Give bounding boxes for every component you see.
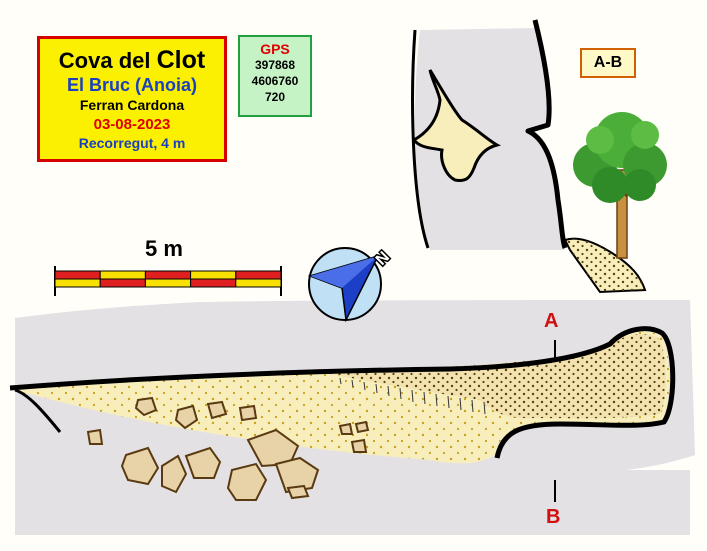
boulder [120, 446, 160, 486]
plan-wall-north [9, 326, 676, 459]
cave-title-name: Clot [156, 46, 206, 74]
scale-segment [54, 270, 101, 280]
distance-label: Recorregut, 4 m [78, 135, 186, 151]
gps-x: 397868 [254, 58, 296, 72]
boulder [274, 456, 320, 494]
scale-label: 5 m [145, 236, 183, 261]
boulder [354, 420, 370, 434]
title-box: Cova del Clot El Bruc (Anoia) Ferran Car… [37, 36, 227, 162]
plan-wall-entrance [14, 388, 62, 433]
date-label: 03-08-2023 [93, 116, 171, 133]
boulder [86, 428, 104, 445]
cave-title-prefix: Cova del [58, 48, 151, 73]
north-compass: N [307, 247, 395, 323]
boulder [350, 438, 368, 453]
scale-segment [235, 278, 282, 288]
slope-hachures [339, 377, 486, 415]
gps-label: GPS [260, 41, 290, 57]
scale-segment [235, 270, 282, 280]
boulder [134, 396, 158, 417]
boulder [226, 462, 268, 501]
location-label: El Bruc (Anoia) [66, 75, 197, 95]
cave-title: Cova del Clot [40, 47, 224, 74]
section-void-shape [411, 69, 502, 182]
scale-segment [54, 278, 101, 288]
section-mark-b: B [546, 506, 561, 528]
section-wall-line [525, 19, 568, 249]
boulder [246, 428, 300, 468]
boulder [174, 404, 199, 430]
boulder [206, 400, 228, 420]
boulder [286, 484, 310, 500]
tree-illustration [573, 112, 667, 259]
section-label-box: A-B [580, 48, 636, 78]
boulder [238, 404, 258, 422]
scale-segment [144, 278, 192, 288]
gps-z: 720 [264, 90, 286, 104]
section-left-wall [411, 29, 430, 249]
cave-plan [9, 300, 695, 535]
scale-segment [144, 270, 192, 280]
gps-y: 4606760 [251, 74, 299, 88]
gps-box: GPS 397868 4606760 720 [238, 35, 312, 117]
boulder [161, 454, 188, 494]
scale-bar [54, 266, 282, 296]
scale-segment [190, 278, 237, 288]
author-label: Ferran Cardona [79, 97, 185, 113]
boulder [184, 446, 222, 479]
boulder [338, 422, 354, 435]
scale-segment [99, 270, 146, 280]
section-mark-a: A [544, 310, 559, 332]
scale-segment [190, 270, 237, 280]
boulders [86, 396, 370, 501]
cross-section-ab [411, 19, 647, 294]
scale-segment [99, 278, 146, 288]
